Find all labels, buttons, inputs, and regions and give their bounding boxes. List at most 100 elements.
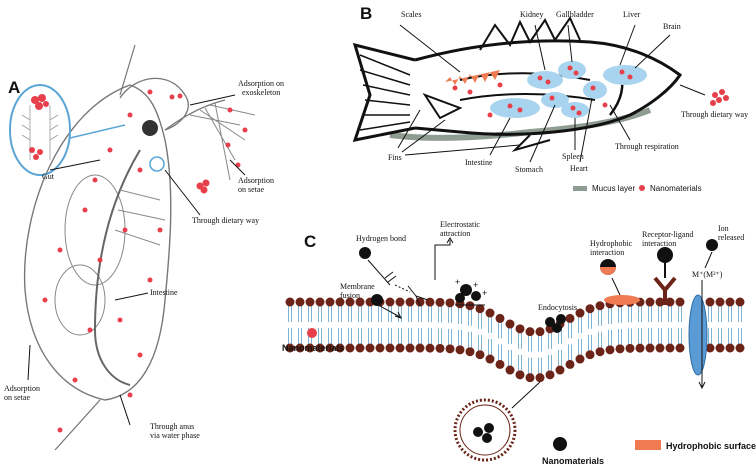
lipid-head-bottom <box>445 344 455 354</box>
lipid-head-top <box>705 297 715 307</box>
label-hydrophobic-interaction: Hydrophobic interaction <box>590 239 632 257</box>
lipid-head-top <box>305 297 315 307</box>
label-adsorption-setae-left-line2: on setae <box>4 393 30 402</box>
lipid-head-bottom <box>675 343 685 353</box>
lipid-head-bottom <box>455 345 465 355</box>
lipid-head-top <box>505 319 515 329</box>
label-brain: Brain <box>663 22 681 31</box>
label-kidney: Kidney <box>520 10 544 19</box>
lipid-head-top <box>525 327 535 337</box>
lipid-head-top <box>435 297 445 307</box>
panel-a: A Gut Adsorption on exoskeleton Adsorpti… <box>0 0 284 469</box>
label-adsorption-setae-right: Adsorption on setae <box>238 176 274 194</box>
label-adsorption-setae-left-line1: Adsorption <box>4 384 40 393</box>
lipid-head-bottom <box>635 343 645 353</box>
label-adsorption-exoskeleton: Adsorption on exoskeleton <box>238 79 284 97</box>
label-stomach: Stomach <box>515 165 543 174</box>
label-a-dietary-way: Through dietary way <box>192 216 260 225</box>
ion-channel <box>688 294 708 376</box>
lipid-head-bottom <box>375 343 385 353</box>
label-gut: Gut <box>42 172 54 181</box>
label-adsorption-exoskeleton-line2: exoskeleton <box>242 88 281 97</box>
lipid-head-top <box>315 297 325 307</box>
lipid-head-bottom <box>615 344 625 354</box>
lipid-head-bottom <box>505 365 515 375</box>
lipid-head-bottom <box>585 350 595 360</box>
lipid-head-bottom <box>595 347 605 357</box>
label-ion-line1: Ion <box>718 224 729 233</box>
lipid-head-top <box>345 297 355 307</box>
lipid-head-bottom <box>525 373 535 383</box>
lipid-head-bottom <box>515 370 525 380</box>
lipid-head-top <box>395 297 405 307</box>
lipid-head-bottom <box>395 343 405 353</box>
label-ion-line2: released <box>718 233 745 242</box>
lipid-head-top <box>335 297 345 307</box>
lipid-head-bottom <box>625 343 635 353</box>
lipid-head-bottom <box>465 347 475 357</box>
lipid-head-top <box>655 297 665 307</box>
lipid-head-top <box>485 308 495 318</box>
label-through-anus-line1: Through anus <box>150 422 195 431</box>
label-adsorption-setae-left: Adsorption on setae <box>4 384 40 402</box>
daphnia-drawing <box>9 44 256 451</box>
lipid-head-bottom <box>305 343 315 353</box>
lipid-head-top <box>495 313 505 323</box>
label-membrane-line1: Membrane <box>340 282 375 291</box>
label-hydrophobic-line2: interaction <box>590 248 625 257</box>
lipid-head-top <box>285 297 295 307</box>
lipid-head-top <box>295 297 305 307</box>
lipid-head-top <box>465 301 475 311</box>
lipid-head-top <box>325 297 335 307</box>
label-through-anus-line2: via water phase <box>150 431 200 440</box>
lipid-head-top <box>715 297 725 307</box>
lipid-head-top <box>595 301 605 311</box>
panel-b: B Scales Kidney Gallbladder Liver Brain … <box>330 0 756 210</box>
label-respiration: Through respiration <box>615 142 679 151</box>
lipid-head-top <box>645 297 655 307</box>
label-electrostatic: Electrostatic attraction <box>440 220 480 238</box>
lipid-head-bottom <box>475 350 485 360</box>
label-b-dietary-way: Through dietary way <box>681 110 749 119</box>
lipid-head-top <box>735 297 745 307</box>
label-receptor-line1: Receptor-ligand <box>642 230 694 239</box>
lipid-head-bottom <box>665 343 675 353</box>
label-electrostatic-line2: attraction <box>440 229 471 238</box>
membrane-drawing: + + + <box>285 237 745 462</box>
label-receptor-line2: interaction <box>642 239 677 248</box>
lipid-head-top <box>515 324 525 334</box>
lipid-head-bottom <box>725 343 735 353</box>
panel-b-letter: B <box>360 4 373 23</box>
legend-mucus-layer: Mucus layer <box>592 184 636 193</box>
label-liver: Liver <box>623 10 641 19</box>
label-through-anus: Through anus via water phase <box>150 422 200 440</box>
lipid-head-bottom <box>655 343 665 353</box>
lipid-head-bottom <box>325 343 335 353</box>
label-spleen: Spleen <box>562 152 584 161</box>
lipid-head-top <box>355 297 365 307</box>
label-gallbladder: Gallbladder <box>556 10 594 19</box>
lipid-head-bottom <box>425 343 435 353</box>
label-ion-formula: M⁺(M²⁺) <box>692 270 723 279</box>
lipid-head-top <box>585 304 595 314</box>
label-electrostatic-line1: Electrostatic <box>440 220 480 229</box>
lipid-head-top <box>385 297 395 307</box>
lipid-head-bottom <box>605 345 615 355</box>
lipid-head-bottom <box>495 359 505 369</box>
lipid-head-top <box>425 297 435 307</box>
label-ion-released: Ion released <box>718 224 744 242</box>
panel-a-letter: A <box>8 78 21 97</box>
legend-c-nanomaterials-black: Nanomaterials <box>542 456 605 466</box>
hydrophobic-patch <box>604 295 640 305</box>
lipid-head-top <box>475 304 485 314</box>
label-hydrophobic-line1: Hydrophobic <box>590 239 633 248</box>
label-hydrogen-bond: Hydrogen bond <box>356 234 406 243</box>
lipid-head-bottom <box>545 370 555 380</box>
fish-drawing <box>352 15 729 191</box>
lipid-head-bottom <box>715 343 725 353</box>
svg-text:+: + <box>455 277 460 287</box>
lipid-head-bottom <box>405 343 415 353</box>
lipid-head-bottom <box>485 354 495 364</box>
vesicle <box>453 398 517 462</box>
label-adsorption-setae-right-line1: Adsorption <box>238 176 274 185</box>
